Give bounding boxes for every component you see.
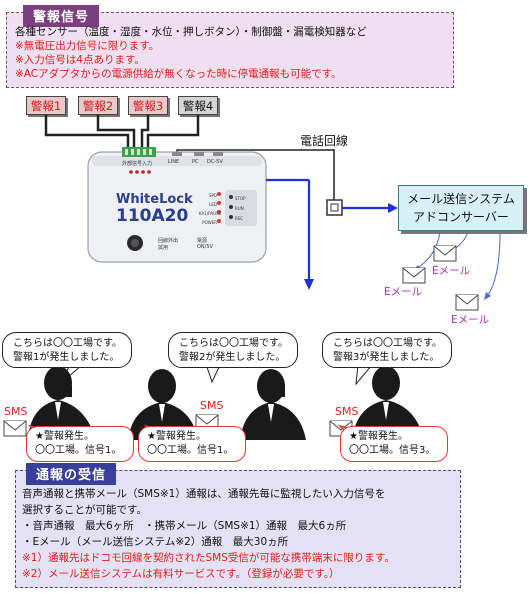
voice-text: こちらは〇〇工場です。 xyxy=(333,338,442,349)
sms-text: ★警報発生。 xyxy=(349,431,408,442)
sms-text: 〇〇工場。信号1。 xyxy=(35,445,122,456)
device-model: 110A20 xyxy=(116,206,189,226)
alarm-signal-panel: 警報信号 各種センサー（温度・湿度・水位・押しボタン）・制御盤・漏電検知器など … xyxy=(6,5,454,88)
sms-label-2: SMS xyxy=(200,399,224,412)
sms-bubble-2: ★警報発生。 〇〇工場。信号1。 xyxy=(138,426,246,462)
receive-note-1: ※1）通報先はドコモ回線を契約されたSMS受信が可能な携帯端末に限ります。 xyxy=(22,552,395,564)
alarm-input-3: 警報3 xyxy=(128,96,168,115)
voice-text: 警報1が発生しました。 xyxy=(13,352,120,363)
device-bottom-right-label: 電源 ON/5V xyxy=(197,238,213,250)
mail-server-box: メール送信システム アドコンサーバー xyxy=(398,185,524,231)
receive-desc-2: 選択することが可能です。 xyxy=(22,504,147,516)
alarm-note-2: ※入力信号は4点あります。 xyxy=(15,54,145,66)
alarm-note-3: ※ACアダプタからの電源供給が無くなった時に停電通報も可能です。 xyxy=(15,68,342,80)
sms-bubble-1: ★警報発生。 〇〇工場。信号1。 xyxy=(26,426,134,462)
alarm-signal-title: 警報信号 xyxy=(23,5,100,27)
led-label: POWER xyxy=(202,220,217,225)
voice-text: こちらは〇〇工場です。 xyxy=(179,338,288,349)
alarm-input-1: 警報1 xyxy=(26,96,66,115)
sms-text: ★警報発生。 xyxy=(35,431,94,442)
device-port-line: LINE xyxy=(168,159,180,165)
status-label: REC xyxy=(235,216,244,221)
email-label-1: Eメール xyxy=(432,265,471,277)
sms-text: 〇〇工場。信号1。 xyxy=(147,445,234,456)
sms-label-3: SMS xyxy=(335,405,359,418)
phone-line-label: 電話回線 xyxy=(300,134,349,148)
status-label: RUN xyxy=(235,206,244,211)
sms-text: 〇〇工場。信号3。 xyxy=(349,445,436,456)
alarm-signal-desc: 各種センサー（温度・湿度・水位・押しボタン）・制御盤・漏電検知器など xyxy=(15,26,367,38)
receive-title: 通報の受信 xyxy=(26,463,117,485)
email-label-3: Eメール xyxy=(451,314,490,326)
receive-note-2: ※2）メール送信システムは有料サービスです。（登録が必要です。） xyxy=(22,568,340,580)
device-input-label: 外部信号入力 xyxy=(122,161,153,167)
sms-text: ★警報発生。 xyxy=(147,431,206,442)
receive-voice-mail-limits: ・音声通報 最大6ヶ所 ・携帯メール（SMS※1）通報 最大6ヵ所 xyxy=(22,520,347,532)
alarm-input-2: 警報2 xyxy=(78,96,118,115)
alarm-note-1: ※無電圧出力信号に限ります。 xyxy=(15,40,160,52)
server-sub-name: アドコンサーバー xyxy=(413,210,509,224)
voice-text: 警報2が発生しました。 xyxy=(179,352,286,363)
led-label: SPD xyxy=(208,193,217,198)
device-bottom-left-label: 回線外出 試用 xyxy=(158,238,179,251)
voice-text: 警報3が発生しました。 xyxy=(333,352,440,363)
whitelock-device xyxy=(87,147,267,263)
receive-email-limit: ・Eメール（メール送信システム※2）通報 最大30ヵ所 xyxy=(22,536,289,548)
wire-alarm-3 xyxy=(140,115,150,152)
led-label: KA1/PAUSE xyxy=(199,211,222,216)
sms-bubble-3: ★警報発生。 〇〇工場。信号3。 xyxy=(340,426,448,462)
voice-bubble-3: こちらは〇〇工場です。 警報3が発生しました。 xyxy=(322,332,452,368)
device-brand: WhiteLock xyxy=(116,192,193,207)
alarm-input-4: 警報4 xyxy=(178,96,218,115)
server-name: メール送信システム xyxy=(407,192,515,206)
receive-panel: 通報の受信 音声通報と携帯メール（SMS※1）通報は、通報先毎に監視したい入力信… xyxy=(15,463,461,588)
receive-desc-1: 音声通報と携帯メール（SMS※1）通報は、通報先毎に監視したい入力信号を xyxy=(22,488,386,500)
voice-bubble-1: こちらは〇〇工場です。 警報1が発生しました。 xyxy=(2,332,132,368)
device-port-pc: PC xyxy=(192,159,199,165)
device-status-labels: STOP RUN REC xyxy=(235,194,246,224)
wire-alarm-2 xyxy=(96,115,136,152)
device-port-dc: DC-5V xyxy=(207,159,223,165)
email-arrow-3 xyxy=(485,231,501,299)
person-silhouettes xyxy=(28,366,424,440)
wire-alarm-1 xyxy=(44,115,130,152)
voice-text: こちらは〇〇工場です。 xyxy=(13,338,122,349)
voice-bubble-2: こちらは〇〇工場です。 警報2が発生しました。 xyxy=(168,332,298,368)
device-led-labels: SPD LED KA1/PAUSE POWER xyxy=(199,191,222,227)
led-label: LED xyxy=(209,202,217,207)
status-label: STOP xyxy=(235,196,246,201)
wire-alarm-4 xyxy=(146,115,200,152)
email-label-2: Eメール xyxy=(384,286,423,298)
sms-label-1: SMS xyxy=(4,405,28,418)
